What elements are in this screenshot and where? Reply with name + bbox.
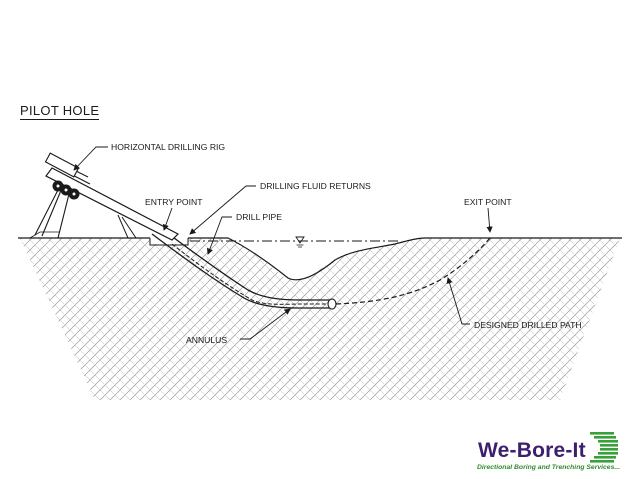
label-annulus: ANNULUS: [186, 335, 227, 345]
green-stripes-logo-icon: [590, 432, 618, 463]
label-fluid-returns: DRILLING FLUID RETURNS: [260, 181, 371, 191]
leader-rig: [73, 146, 108, 171]
leader-fluid-returns: [189, 185, 256, 235]
water-level-triangle-icon: [295, 236, 305, 244]
horizontal-drilling-rig: [29, 152, 180, 241]
leader-drill-pipe: [206, 216, 232, 255]
leader-designed-path: [446, 277, 470, 325]
drill-pipe-lower: [151, 233, 330, 309]
leader-entry-point: [162, 207, 173, 231]
annulus-dashed-line: [171, 243, 330, 305]
designed-drilled-path: [335, 237, 491, 305]
fluid-pond-bottom: [188, 237, 426, 281]
ground-soil: [20, 238, 620, 400]
drill-pipe-upper: [157, 225, 330, 301]
logo-tagline: Directional Boring and Trenching Service…: [477, 464, 621, 471]
leader-annulus: [240, 308, 291, 340]
entry-pit: [149, 238, 189, 246]
label-entry-point: ENTRY POINT: [145, 197, 203, 207]
logo-name: We-Bore-It: [478, 439, 586, 462]
label-drill-pipe: DRILL PIPE: [236, 212, 282, 222]
label-exit-point: EXIT POINT: [464, 197, 512, 207]
leader-exit-point: [486, 207, 493, 233]
diagram-title: PILOT HOLE: [20, 103, 100, 120]
water-level-ticks: [296, 244, 304, 248]
label-rig: HORIZONTAL DRILLING RIG: [111, 142, 225, 152]
drill-head: [327, 298, 337, 310]
label-designed-path: DESIGNED DRILLED PATH: [474, 320, 582, 330]
